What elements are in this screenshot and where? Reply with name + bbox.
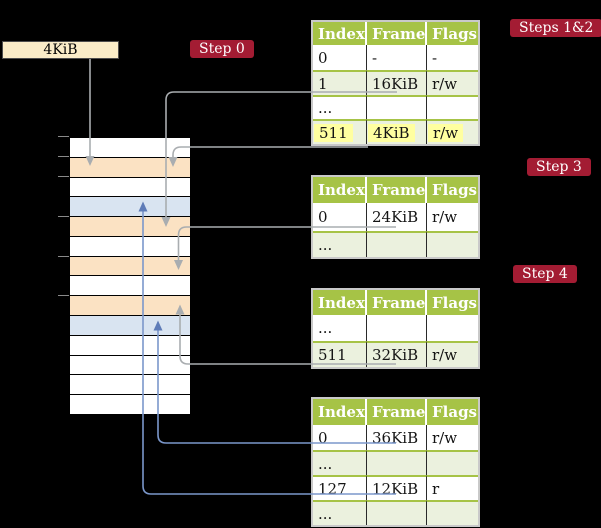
memory-row xyxy=(70,355,190,376)
page-table-l4: Index Frame Flags 0 - - 1 16KiB r/w ... … xyxy=(311,20,480,146)
memory-row xyxy=(70,217,190,237)
step-3-label: Step 3 xyxy=(527,158,591,176)
col-header-frame: Frame xyxy=(367,399,427,425)
col-header-index: Index xyxy=(313,177,367,203)
steps-1-2-label: Steps 1&2 xyxy=(510,19,601,37)
cell-index: 0 xyxy=(313,203,367,231)
cell-index: 0 xyxy=(313,45,367,70)
col-header-flags: Flags xyxy=(427,177,478,203)
cell-frame: 36KiB xyxy=(367,425,427,450)
col-header-flags: Flags xyxy=(427,22,478,45)
cell-frame: - xyxy=(367,45,427,70)
cell-frame: 16KiB xyxy=(367,70,427,95)
memory-row xyxy=(70,138,190,158)
cell-frame-highlighted: 4KiB xyxy=(367,119,427,144)
cell-frame xyxy=(367,450,427,475)
cell-flags: r/w xyxy=(432,428,458,447)
cell-flags: - xyxy=(432,48,438,67)
cell-flags: r xyxy=(427,475,478,500)
page-table-l3: Index Frame Flags 0 24KiB r/w ... xyxy=(311,175,480,259)
memory-row xyxy=(70,335,190,356)
frame-tick xyxy=(58,256,69,257)
cell-index: 1 xyxy=(313,70,367,95)
cell-flags xyxy=(427,315,478,341)
cell-frame xyxy=(367,500,427,525)
cell-index: 511 xyxy=(313,341,367,367)
col-header-index: Index xyxy=(313,399,367,425)
arrow-entry511-recursive-to-frame4-icon xyxy=(168,146,368,167)
frame-tick xyxy=(58,295,69,296)
col-header-index: Index xyxy=(313,290,367,315)
page-table-l2: Index Frame Flags ... 511 32KiB r/w xyxy=(311,288,480,369)
cell-flags-highlighted: r/w xyxy=(427,119,478,144)
frame-tick xyxy=(58,176,69,177)
memory-row xyxy=(70,177,190,198)
col-header-frame: Frame xyxy=(367,290,427,315)
memory-row xyxy=(70,236,190,257)
cell-frame: 24KiB xyxy=(367,203,427,231)
cell-frame: 12KiB xyxy=(367,475,427,500)
col-header-index: Index xyxy=(313,22,367,45)
cell-frame xyxy=(367,315,427,341)
cell-index: ... xyxy=(313,95,367,119)
cell-index: 0 xyxy=(313,425,367,450)
step-0-label: Step 0 xyxy=(190,40,254,58)
page-table-l1: Index Frame Flags 0 36KiB r/w ... 127 12… xyxy=(311,397,480,527)
frame-tick xyxy=(58,216,69,217)
step-4-label: Step 4 xyxy=(513,265,577,283)
memory-row xyxy=(70,316,190,336)
cell-flags: r/w xyxy=(427,70,478,95)
cell-index: ... xyxy=(313,231,367,257)
cell-index-highlighted: 511 xyxy=(313,119,367,144)
cell-flags: r/w xyxy=(427,341,478,367)
cell-index: ... xyxy=(313,315,367,341)
memory-row xyxy=(70,375,190,396)
cell-frame: 32KiB xyxy=(367,341,427,367)
col-header-frame: Frame xyxy=(367,177,427,203)
cell-frame xyxy=(367,231,427,257)
cell-flags xyxy=(427,450,478,475)
cell-flags xyxy=(427,500,478,525)
cell-index: ... xyxy=(313,500,367,525)
cell-flags xyxy=(427,231,478,257)
col-header-flags: Flags xyxy=(427,399,478,425)
frame-tick xyxy=(58,156,69,157)
memory-row xyxy=(70,197,190,218)
memory-row xyxy=(70,157,190,178)
cell-flags xyxy=(427,95,478,119)
memory-row xyxy=(70,256,190,277)
frame-tick xyxy=(58,136,69,137)
physical-memory-column xyxy=(70,137,190,415)
cell-flags: r/w xyxy=(432,208,458,226)
memory-row xyxy=(70,296,190,317)
cell-index: ... xyxy=(313,450,367,475)
root-frame-box: 4KiB xyxy=(2,41,119,59)
col-header-frame: Frame xyxy=(367,22,427,45)
memory-row xyxy=(70,395,190,415)
cell-index: 127 xyxy=(313,475,367,500)
memory-row xyxy=(70,276,190,297)
col-header-flags: Flags xyxy=(427,290,478,315)
cell-frame xyxy=(367,95,427,119)
